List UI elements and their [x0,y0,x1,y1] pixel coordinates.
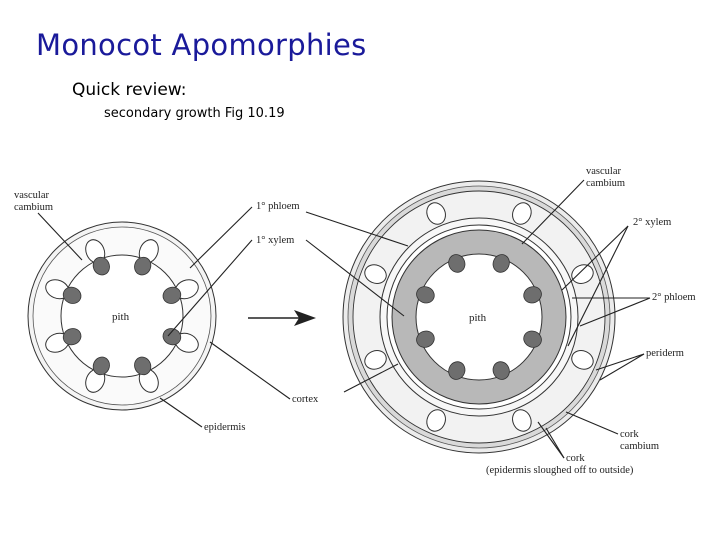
xylem-patch [62,286,82,304]
primary-phloem-cap [512,409,532,432]
slide-subtitle: Quick review: [72,80,187,100]
xylem-patch [134,256,152,276]
xylem-patch [92,256,110,276]
vascular-cambium-ring [60,254,184,378]
progression-arrow [248,310,316,326]
vascular-bundle [134,356,159,393]
label-cork-note: (epidermis sloughed off to outside) [486,465,634,476]
xylem-patch [162,286,182,304]
xylem-patch-group [523,330,542,348]
xylem-patch-group [492,254,510,273]
vascular-bundle [45,328,82,353]
xylem-patch-group [523,286,542,304]
xylem-patch-group [416,286,435,304]
primary-phloem-cap [426,202,446,225]
xylem-patch [134,356,152,376]
label-vascular-cambium: vascular [14,190,49,201]
label-pith-right: pith [469,312,487,324]
label-periderm: periderm [646,348,684,359]
phloem-cap-group [512,409,532,432]
label-vascular-cambium-right-line2: cambium [586,178,625,189]
label-cork: cork [566,453,585,464]
label-cortex: cortex [292,394,319,405]
primary-phloem-cap [512,202,532,225]
label-primary-xylem: 1° xylem [256,235,294,246]
secondary-stem-diagram [342,180,616,454]
primary-phloem-cap [426,409,446,432]
xylem-patch-group [492,361,510,380]
vascular-bundle [134,239,159,276]
primary-phloem-cap [364,350,387,370]
phloem-cap-group [426,202,446,225]
label-epidermis: epidermis [204,422,245,433]
label-cork-cambium-line2: cambium [620,441,659,452]
label-pith-left: pith [112,311,130,323]
label-primary-phloem: 1° phloem [256,201,300,212]
phloem-cap-group [512,202,532,225]
label-vascular-cambium-line2: cambium [14,202,53,213]
right-leader-lines [305,179,651,459]
slide-title: Monocot Apomorphies [36,28,367,62]
vascular-bundle [85,239,110,276]
primary-xylem-patch [523,286,542,304]
primary-xylem-patch [416,330,435,348]
label-secondary-phloem: 2° phloem [652,292,696,303]
left-leader-lines [37,206,291,428]
vascular-bundles [45,239,199,393]
label-cork-cambium: cork [620,429,639,440]
phloem-cap-group [571,350,594,370]
label-secondary-xylem: 2° xylem [633,217,671,228]
primary-phloem-cap [571,264,594,284]
primary-xylem-patch [492,361,510,380]
vascular-bundle [45,279,82,304]
primary-phloem-cap [571,350,594,370]
pith [415,253,543,381]
vascular-bundle [85,356,110,393]
xylem-patch-group [416,330,435,348]
phloem-cap-group [364,350,387,370]
primary-xylem-patch [448,254,466,273]
xylem-patch [92,356,110,376]
primary-phloem-cap [364,264,387,284]
figure-caption: secondary growth Fig 10.19 [104,106,285,121]
phloem-cap-group [426,409,446,432]
primary-xylem-patch [492,254,510,273]
primary-xylem-patch [448,361,466,380]
label-vascular-cambium-right: vascular [586,166,621,177]
xylem-patch-group [448,361,466,380]
phloem-cap-group [571,264,594,284]
xylem-patch [62,328,82,346]
vascular-bundle [162,279,199,304]
primary-xylem-patches [416,254,542,380]
primary-phloem-caps [364,202,594,432]
xylem-patch-group [448,254,466,273]
xylem-patch [162,328,182,346]
vascular-bundle [162,328,199,353]
primary-xylem-patch [523,330,542,348]
primary-xylem-patch [416,286,435,304]
phloem-cap-group [364,264,387,284]
primary-stem-diagram [27,221,217,411]
